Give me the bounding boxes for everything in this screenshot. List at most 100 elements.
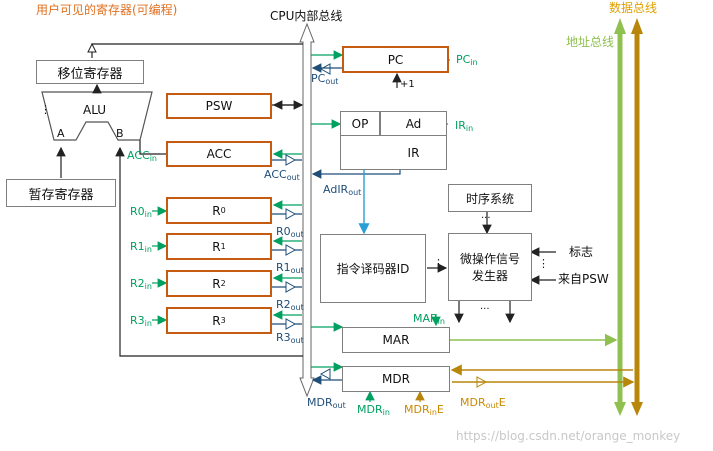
r2-out-sub: out (290, 303, 304, 312)
r0-in-signal: R0in (130, 206, 152, 219)
pc-out-text: PC (311, 72, 326, 85)
r2-in-signal: R2in (130, 278, 152, 291)
timing-system: 时序系统 (448, 184, 532, 212)
acc-in-signal: ACCin (127, 150, 157, 163)
pc-register: PC (342, 46, 449, 73)
ir-register: IR (340, 136, 447, 170)
r2-out-text: R2 (276, 298, 291, 311)
shift-register: 移位寄存器 (36, 60, 144, 84)
register-bus-links (152, 200, 302, 325)
acc-in-text: ACC (127, 149, 150, 162)
mar-register: MAR (342, 327, 450, 353)
temp-register: 暂存寄存器 (6, 179, 116, 207)
mdr-out-e-suffix: E (498, 396, 506, 409)
pc-increment-label: +1 (400, 79, 415, 90)
mar-in-text: MAR (413, 312, 438, 325)
r3-in-text: R3 (130, 314, 145, 327)
r1-out-sub: out (290, 266, 304, 275)
r3-out-sub: out (290, 336, 304, 345)
r1-in-sub: in (144, 245, 152, 254)
r2-out-signal: R2out (276, 299, 304, 312)
r2-in-sub: in (144, 282, 152, 291)
alu-input-b-label: B (116, 127, 124, 140)
acc-register: ACC (166, 141, 272, 167)
r1-out-signal: R1out (276, 262, 304, 275)
r0-in-text: R0 (130, 205, 145, 218)
r1-in-text: R1 (130, 240, 145, 253)
mdr-in-e-signal: MDRinE (404, 404, 444, 417)
micro-op-generator: 微操作信号 发生器 (448, 233, 532, 301)
alu-label: ALU (83, 103, 107, 117)
r2-in-text: R2 (130, 277, 145, 290)
ir-ad-field: Ad (380, 111, 447, 136)
r0-out-sub: out (290, 230, 304, 239)
r3-label: R (212, 313, 221, 328)
r1-subscript: 1 (220, 242, 226, 251)
alu-shape (41, 91, 153, 141)
r0-subscript: 0 (220, 206, 226, 215)
watermark-text: https://blog.csdn.net/orange_monkey (456, 429, 681, 443)
cpu-internal-bus-label: CPU内部总线 (270, 9, 343, 23)
mdr-in-e-suffix: E (436, 403, 444, 416)
r1-label: R (212, 239, 221, 254)
decoder-out-dots: ⋮ (433, 257, 444, 270)
acc-out-signal: ACCout (264, 169, 300, 182)
pc-out-signal: PCout (311, 73, 338, 86)
mar-in-sub: in (437, 317, 445, 326)
adir-out-sub: out (348, 188, 362, 197)
r0-out-signal: R0out (276, 226, 304, 239)
mdr-out-sub: out (332, 401, 346, 410)
micro-op-in-dots: ⋮ (538, 257, 549, 270)
r3-out-signal: R3out (276, 332, 304, 345)
pc-out-sub: out (325, 77, 339, 86)
mdr-in-e-sub: in (429, 408, 437, 417)
shift-to-bus-wire (91, 43, 303, 58)
r2-label: R (212, 276, 221, 291)
pc-in-text: PC (456, 53, 471, 66)
data-bus-line (631, 18, 643, 416)
r3-out-text: R3 (276, 331, 291, 344)
instruction-decoder: 指令译码器ID (320, 234, 426, 303)
address-bus-label: 地址总线 (566, 35, 615, 49)
adir-out-text: AdIR (323, 183, 349, 196)
mdr-in-sub: in (382, 408, 390, 417)
psw-register: PSW (166, 93, 272, 119)
micro-op-line1: 微操作信号 (459, 252, 520, 266)
r3-in-sub: in (144, 319, 152, 328)
pc-in-sub: in (470, 58, 478, 67)
timing-out-dots: ··· (481, 213, 491, 224)
r0-out-text: R0 (276, 225, 291, 238)
mdr-in-signal: MDRin (357, 404, 390, 417)
acc-out-text: ACC (264, 168, 287, 181)
mdr-out-text: MDR (307, 396, 333, 409)
r1-in-signal: R1in (130, 241, 152, 254)
mdr-out-e-text: MDR (460, 396, 486, 409)
mdr-in-e-text: MDR (404, 403, 430, 416)
r0-in-sub: in (144, 210, 152, 219)
mdr-in-text: MDR (357, 403, 383, 416)
r3-subscript: 3 (220, 316, 226, 325)
ir-op-field: OP (340, 111, 380, 136)
acc-in-sub: in (149, 154, 157, 163)
user-visible-registers-title: 用户可见的寄存器(可编程) (36, 3, 178, 17)
ir-in-text: IR (455, 119, 466, 132)
mar-in-signal: MARin (413, 313, 445, 326)
ir-in-sub: in (465, 124, 474, 133)
mdr-register: MDR (342, 366, 450, 392)
flags-label: 标志 (569, 245, 594, 259)
r2-subscript: 2 (220, 279, 226, 288)
r0-label: R (212, 203, 221, 218)
ir-in-signal: IRin (455, 120, 473, 133)
mdr-out-e-sub: out (485, 401, 499, 410)
pc-in-signal: PCin (456, 54, 478, 67)
micro-op-out-dots: ··· (480, 304, 490, 315)
r1-out-text: R1 (276, 261, 291, 274)
alu-flags-dots: ⋮ (40, 103, 51, 116)
mdr-out-signal: MDRout (307, 397, 346, 410)
micro-op-line2: 发生器 (471, 269, 508, 283)
